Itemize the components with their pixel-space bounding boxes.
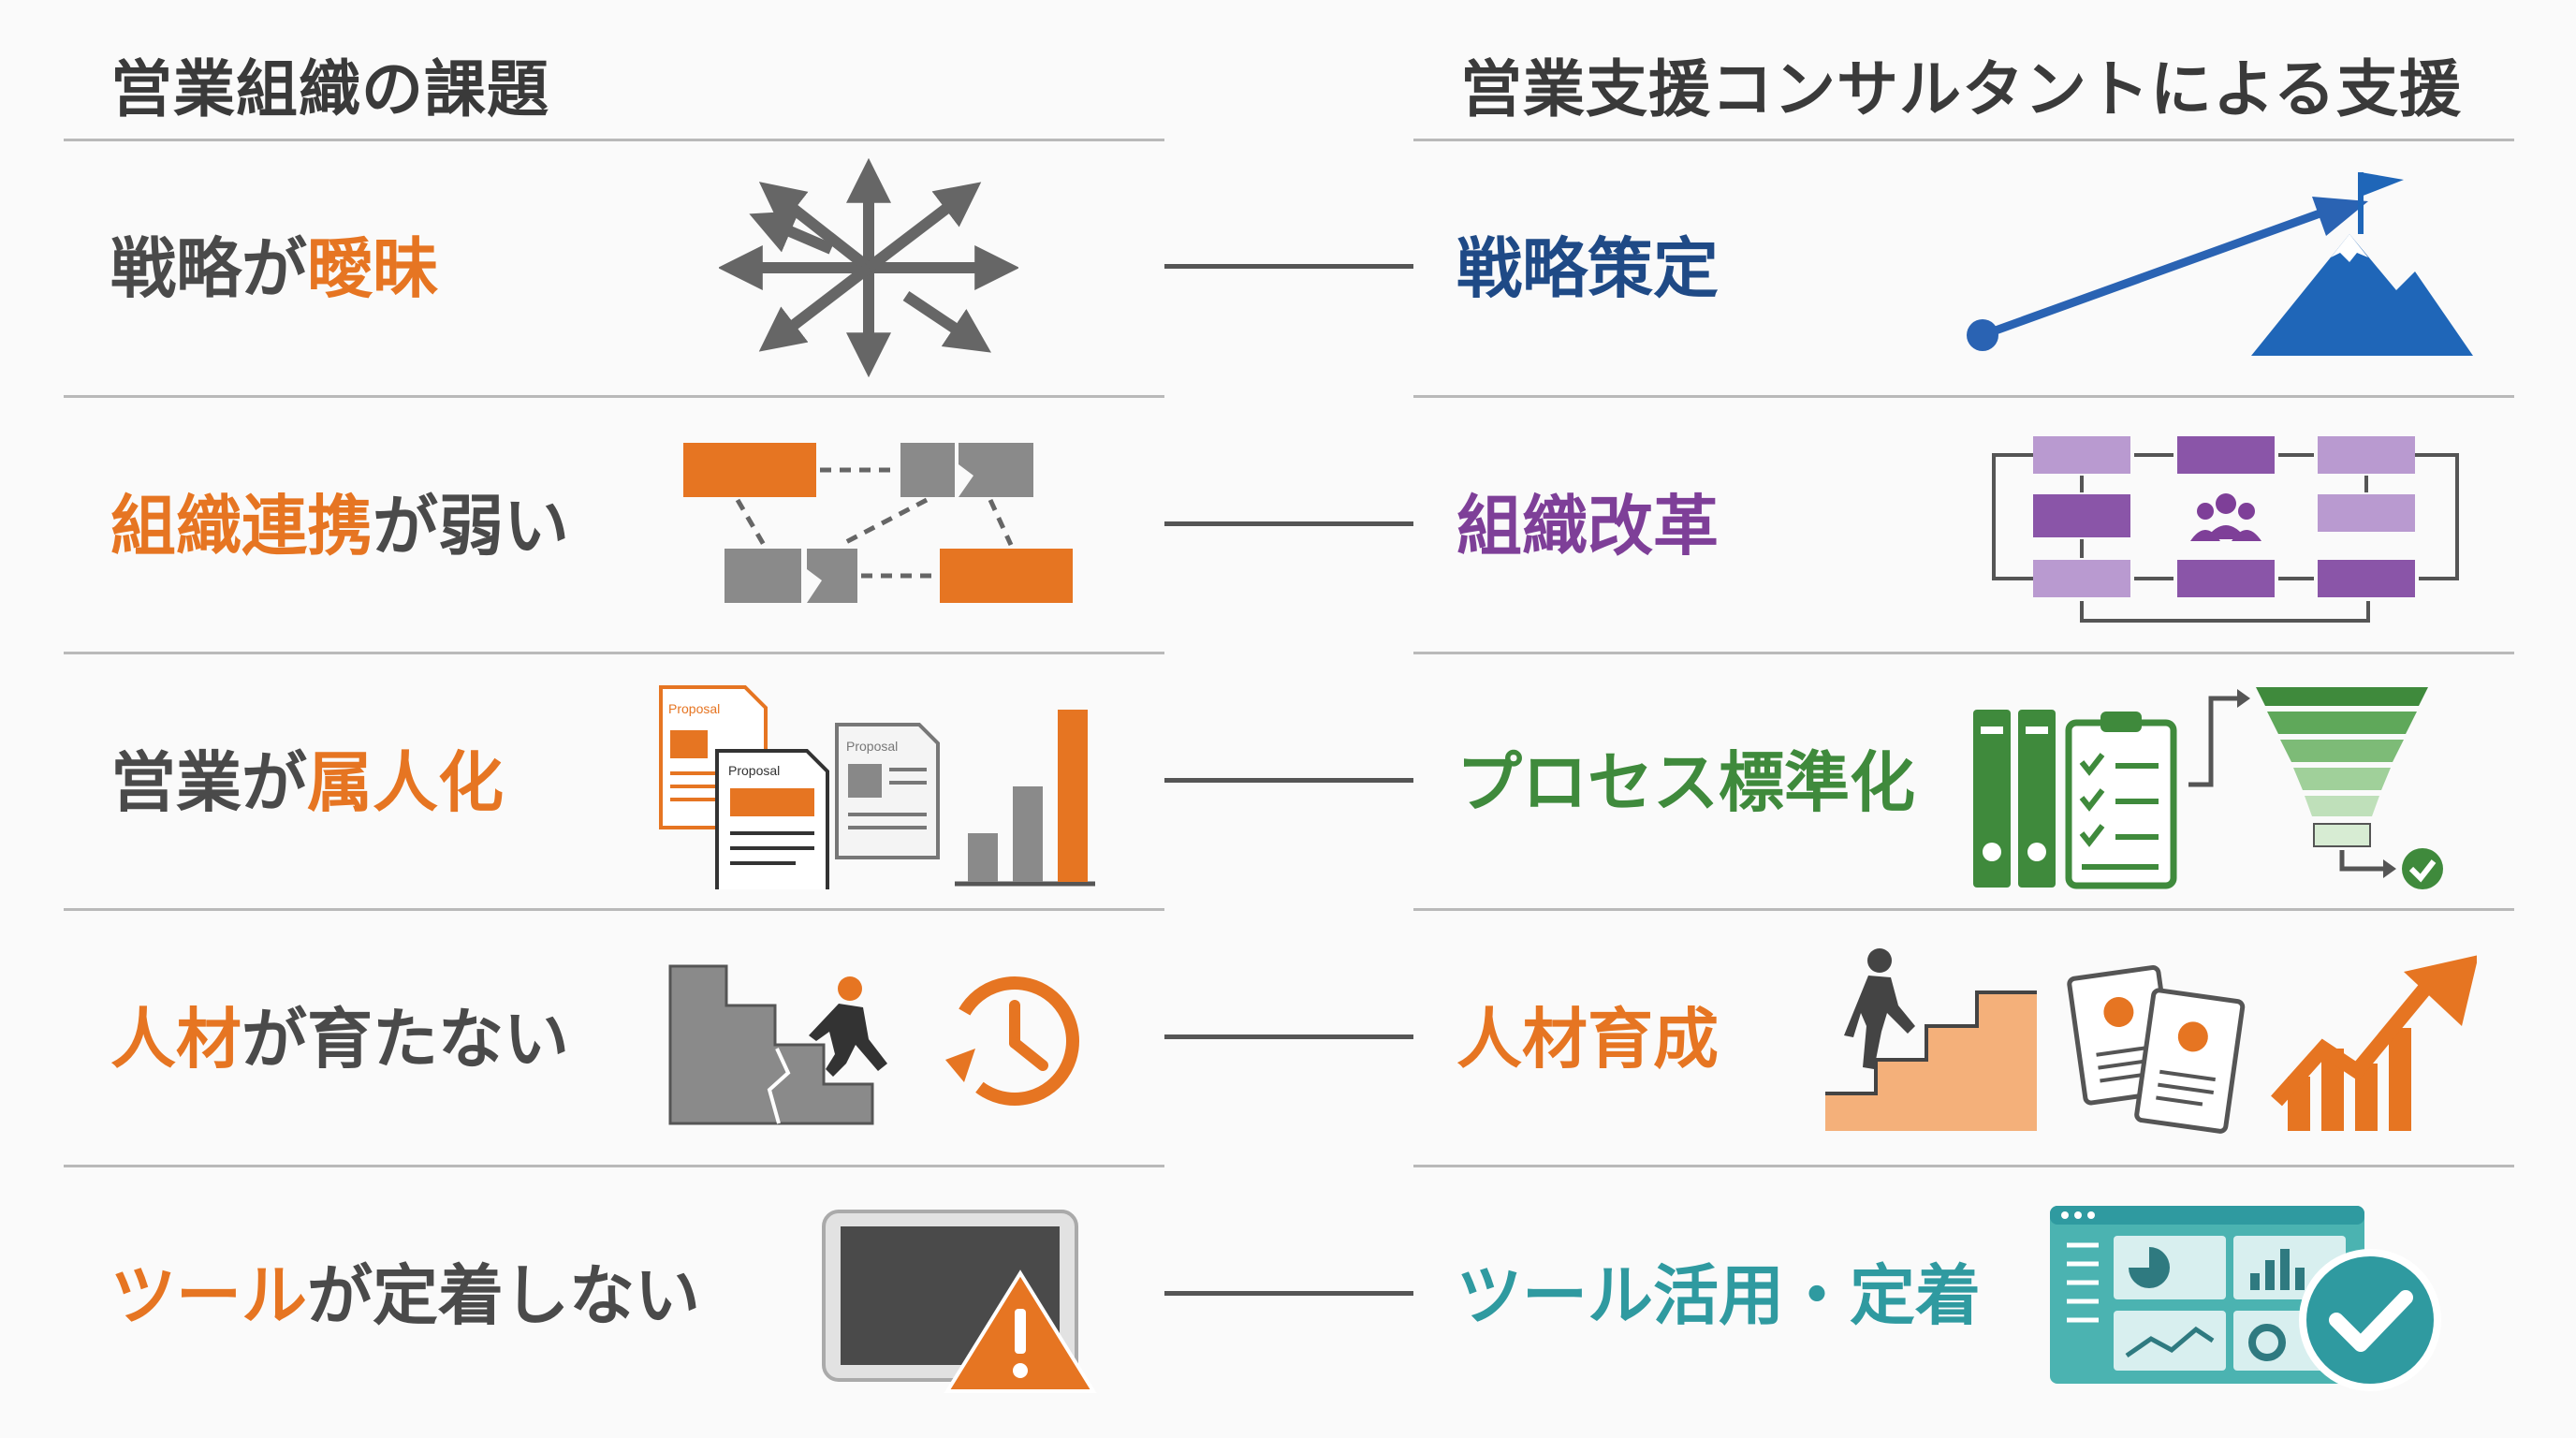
solution-label-strategy: 戦略策定 bbox=[1456, 230, 1719, 307]
divider bbox=[1413, 652, 2514, 654]
divider bbox=[64, 139, 1164, 141]
scattered-arrows-icon bbox=[719, 155, 1018, 380]
divider bbox=[64, 395, 1164, 398]
dashboard-check-icon bbox=[2046, 1202, 2449, 1399]
solution-label-process: プロセス標準化 bbox=[1456, 744, 1915, 821]
solutions-header: 営業支援コンサルタントによる支援 bbox=[1460, 53, 2463, 125]
org-flow-team-icon bbox=[1984, 429, 2471, 635]
solution-label-tools: ツール活用・定着 bbox=[1456, 1257, 1981, 1334]
problem-label-talent: 人材が育たない bbox=[110, 1001, 569, 1078]
divider bbox=[64, 1165, 1164, 1167]
divider bbox=[1413, 395, 2514, 398]
problems-header: 営業組織の課題 bbox=[110, 53, 549, 125]
row-connector bbox=[1164, 1034, 1413, 1039]
problem-label-strategy: 戦略が曖昧 bbox=[110, 230, 438, 307]
row-connector bbox=[1164, 1291, 1413, 1296]
binders-checklist-funnel-icon bbox=[1966, 682, 2452, 897]
svg-text:Proposal: Proposal bbox=[668, 701, 720, 716]
svg-text:Proposal: Proposal bbox=[728, 763, 780, 778]
stairs-ideas-growth-icon bbox=[1822, 944, 2477, 1140]
row-connector bbox=[1164, 521, 1413, 526]
problem-label-tools: ツールが定着しない bbox=[110, 1257, 700, 1334]
tablet-warning-icon bbox=[820, 1208, 1101, 1395]
solution-label-talent: 人材育成 bbox=[1456, 1001, 1719, 1078]
proposal-documents-icon: Proposal Proposal Proposal bbox=[655, 683, 1105, 889]
divider bbox=[64, 908, 1164, 911]
divider bbox=[1413, 908, 2514, 911]
solution-label-org: 組織改革 bbox=[1456, 488, 1719, 565]
divider bbox=[64, 652, 1164, 654]
row-connector bbox=[1164, 264, 1413, 269]
svg-text:Proposal: Proposal bbox=[846, 739, 898, 754]
broken-stairs-clock-icon bbox=[666, 959, 1097, 1137]
row-connector bbox=[1164, 778, 1413, 783]
broken-links-icon bbox=[681, 438, 1075, 616]
problem-label-personalized: 営業が属人化 bbox=[110, 744, 504, 821]
mountain-flag-goal-icon bbox=[1956, 169, 2481, 365]
divider bbox=[1413, 1165, 2514, 1167]
divider bbox=[1413, 139, 2514, 141]
problem-label-org: 組織連携が弱い bbox=[110, 488, 569, 565]
